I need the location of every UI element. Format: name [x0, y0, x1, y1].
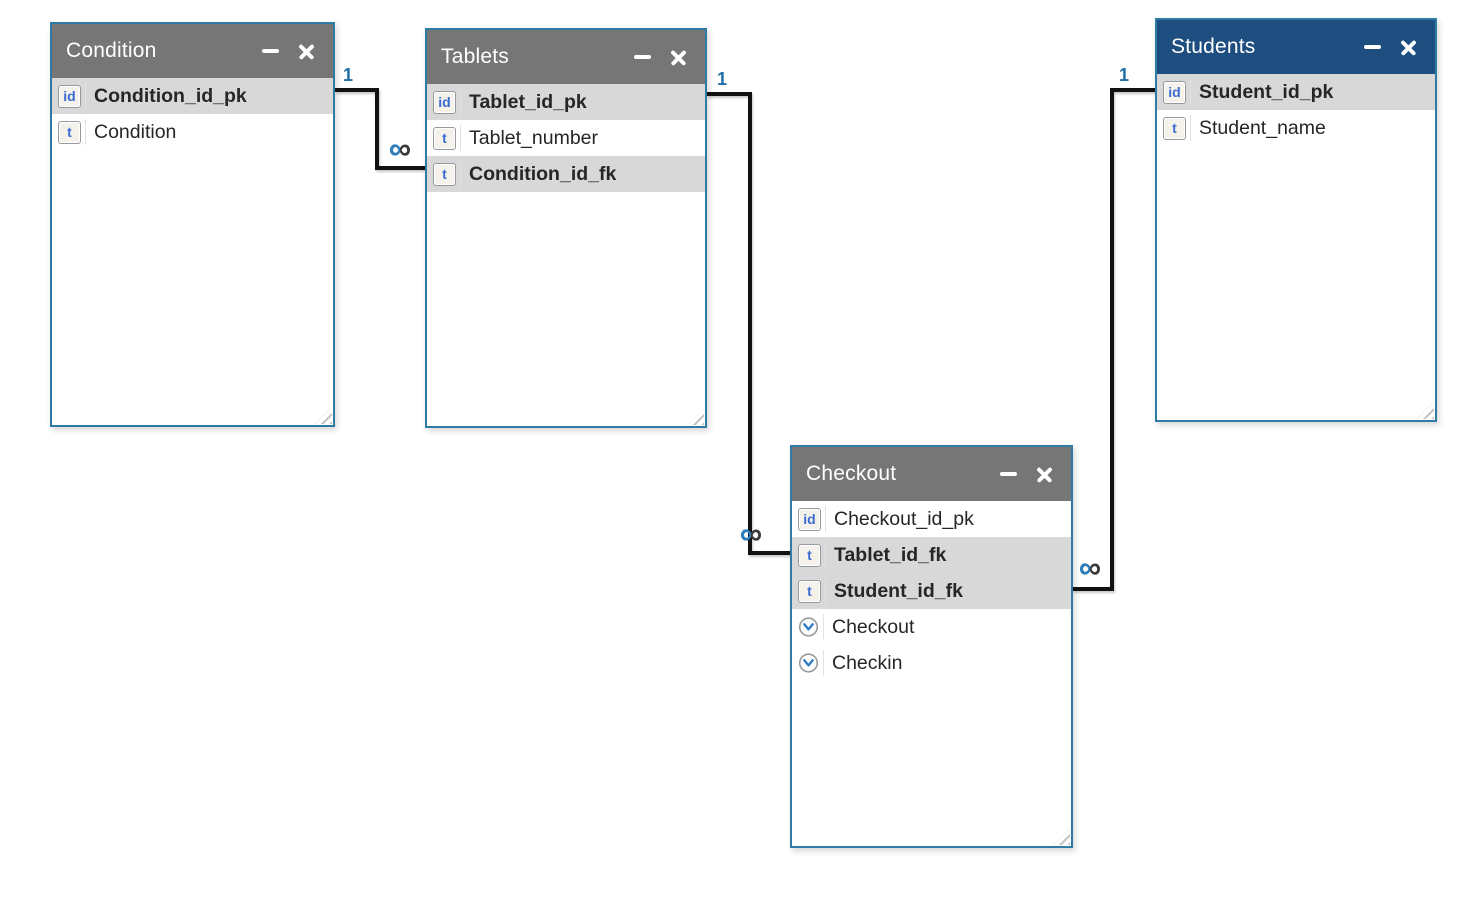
icon-divider — [825, 578, 826, 604]
field-name: Tablet_number — [469, 126, 598, 149]
close-button[interactable] — [296, 40, 317, 62]
table-title: Condition — [66, 39, 157, 62]
table-header[interactable]: Students — [1157, 20, 1435, 74]
field-row[interactable]: Checkin — [792, 645, 1071, 681]
minimize-icon — [999, 472, 1017, 476]
field-row[interactable]: t Tablet_number — [427, 120, 705, 156]
cardinality-many-icon: ∞ ∞ — [388, 131, 412, 166]
field-name: Checkout — [832, 615, 915, 638]
minimize-button[interactable] — [1363, 36, 1381, 58]
icon-divider — [825, 506, 826, 532]
field-row[interactable]: t Student_id_fk — [792, 573, 1071, 609]
field-row[interactable]: t Condition_id_fk — [427, 156, 705, 192]
table-title: Checkout — [806, 462, 897, 485]
field-row[interactable]: t Student_name — [1157, 110, 1435, 146]
close-button[interactable] — [668, 46, 689, 68]
icon-divider — [1190, 115, 1191, 141]
field-row[interactable]: id Tablet_id_pk — [427, 84, 705, 120]
text-type-icon: t — [1163, 116, 1186, 140]
cardinality-many-icon: ∞ ∞ — [1078, 550, 1102, 585]
datetime-type-icon — [798, 617, 819, 638]
field-row[interactable]: id Checkout_id_pk — [792, 501, 1071, 537]
table-title: Students — [1171, 35, 1256, 58]
field-name: Condition_id_fk — [469, 162, 617, 185]
connector-tablets-checkout — [707, 92, 790, 555]
datetime-type-icon — [798, 653, 819, 674]
field-name: Student_id_pk — [1199, 80, 1334, 103]
field-name: Tablet_id_pk — [469, 90, 587, 113]
resize-handle-icon[interactable] — [1053, 828, 1070, 845]
icon-divider — [823, 650, 824, 676]
id-type-icon: id — [433, 90, 456, 114]
close-button[interactable] — [1034, 463, 1055, 485]
text-type-icon: t — [58, 120, 81, 144]
cardinality-many-icon: ∞ ∞ — [739, 516, 763, 551]
cardinality-one-label: 1 — [343, 65, 354, 85]
icon-divider — [1190, 79, 1191, 105]
icon-divider — [460, 161, 461, 187]
text-type-icon: t — [433, 126, 456, 150]
minimize-button[interactable] — [261, 40, 279, 62]
field-name: Tablet_id_fk — [834, 543, 947, 566]
field-row[interactable]: Checkout — [792, 609, 1071, 645]
icon-divider — [460, 125, 461, 151]
minimize-icon — [633, 55, 651, 59]
icon-divider — [823, 614, 824, 640]
field-name: Student_id_fk — [834, 579, 963, 602]
minimize-icon — [1363, 45, 1381, 49]
field-name: Condition — [94, 120, 177, 143]
minimize-button[interactable] — [633, 46, 651, 68]
cardinality-one-label: 1 — [717, 69, 728, 89]
minimize-icon — [261, 49, 279, 53]
field-row[interactable]: id Condition_id_pk — [52, 78, 333, 114]
field-name: Checkout_id_pk — [834, 507, 974, 530]
text-type-icon: t — [433, 162, 456, 186]
icon-divider — [85, 83, 86, 109]
id-type-icon: id — [1163, 80, 1186, 104]
field-row[interactable]: t Condition — [52, 114, 333, 150]
text-type-icon: t — [798, 543, 821, 567]
id-type-icon: id — [798, 507, 821, 531]
resize-handle-icon[interactable] — [1417, 402, 1434, 419]
close-button[interactable] — [1398, 36, 1419, 58]
field-row[interactable]: id Student_id_pk — [1157, 74, 1435, 110]
table-header[interactable]: Tablets — [427, 30, 705, 84]
text-type-icon: t — [798, 579, 821, 603]
field-name: Condition_id_pk — [94, 84, 247, 107]
minimize-button[interactable] — [999, 463, 1017, 485]
icon-divider — [825, 542, 826, 568]
id-type-icon: id — [58, 84, 81, 108]
table-header[interactable]: Checkout — [792, 447, 1071, 501]
table-header[interactable]: Condition — [52, 24, 333, 78]
cardinality-one-label: 1 — [1119, 65, 1130, 85]
icon-divider — [85, 119, 86, 145]
resize-handle-icon[interactable] — [687, 408, 704, 425]
resize-handle-icon[interactable] — [315, 407, 332, 424]
field-name: Checkin — [832, 651, 903, 674]
field-row[interactable]: t Tablet_id_fk — [792, 537, 1071, 573]
table-title: Tablets — [441, 45, 509, 68]
field-name: Student_name — [1199, 116, 1326, 139]
icon-divider — [460, 89, 461, 115]
connector-students-checkout — [1073, 88, 1155, 591]
